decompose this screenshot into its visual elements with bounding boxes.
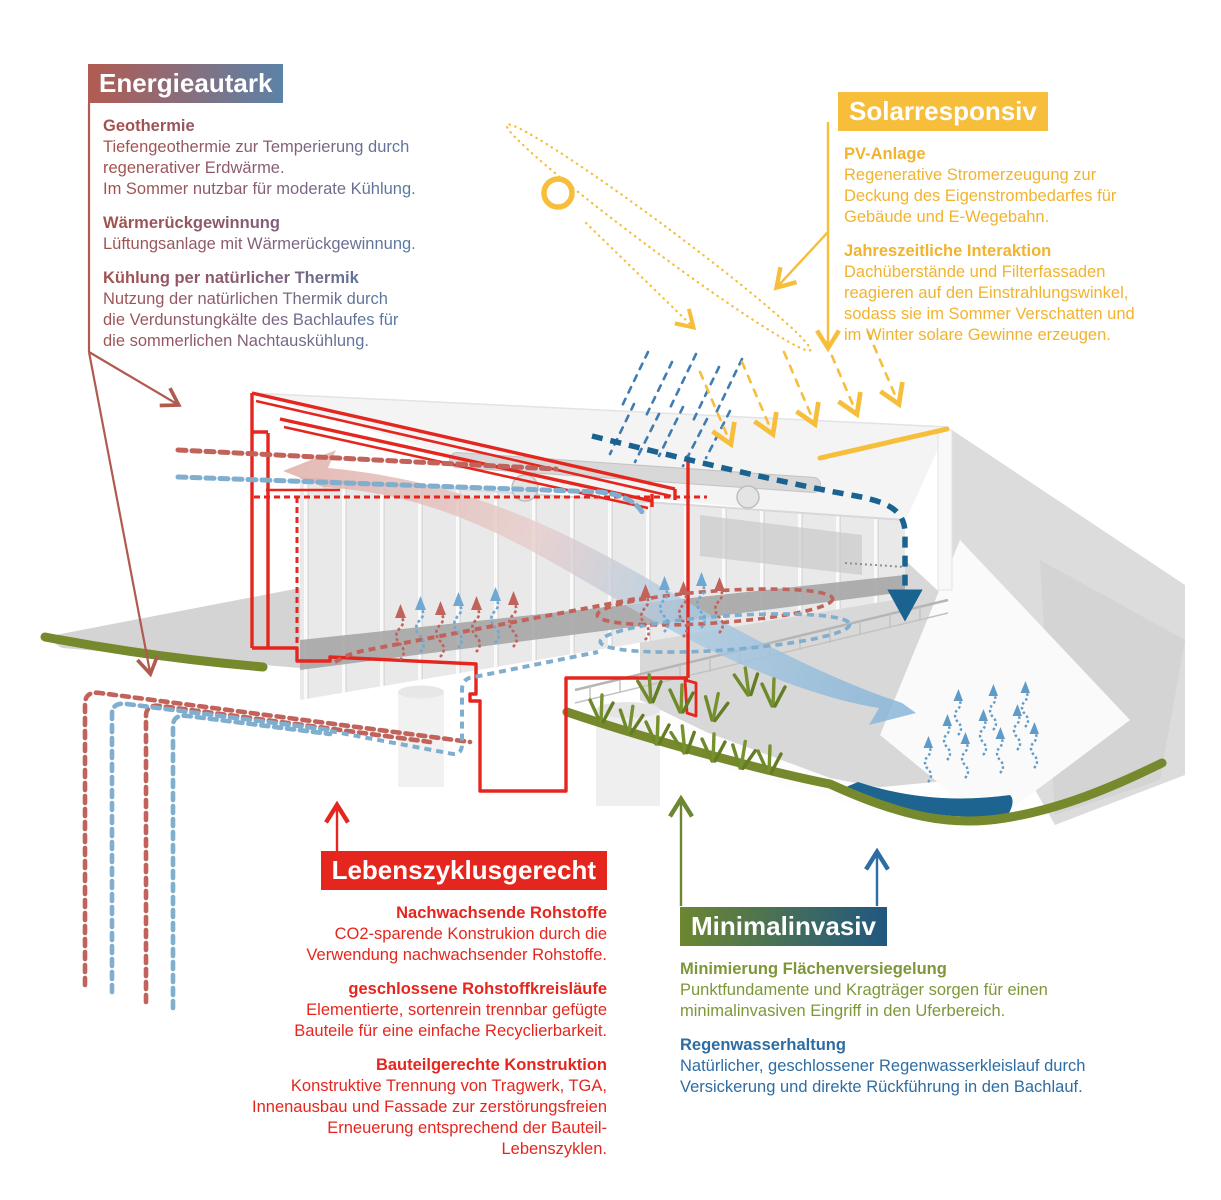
columns [398, 685, 660, 806]
rainwater-downpipe-icon [591, 433, 923, 622]
legend-block-lebenszyklusgerecht: Lebenszyklusgerecht Nachwachsende Rohsto… [248, 851, 607, 1160]
solarresponsiv-title: Solarresponsiv [838, 92, 1048, 131]
solar-rays-icon [698, 330, 905, 449]
energieautark-body: Geothermie Tiefengeothermie zur Temperie… [103, 116, 433, 352]
minimalinvasiv-body: Minimierung Flächenversiegelung Punktfun… [680, 959, 1155, 1098]
solarresponsiv-connector [773, 122, 841, 353]
legend-block-energieautark: Energieautark Geothermie Tiefengeothermi… [88, 64, 433, 352]
legend-block-solarresponsiv: Solarresponsiv PV-Anlage Regenerative St… [838, 92, 1173, 346]
legend-block-minimalinvasiv: Minimalinvasiv Minimierung Flächenversie… [680, 907, 1155, 1098]
geothermal-pipes-icon [82, 447, 647, 1011]
section-regenwasserhaltung: Regenwasserhaltung Natürlicher, geschlos… [680, 1036, 1086, 1096]
section-nachwachsende-rohstoffe: Nachwachsende Rohstoffe CO2-sparende Kon… [306, 904, 607, 964]
energieautark-connector [87, 103, 182, 678]
airflow-band-icon [283, 450, 916, 725]
solarresponsiv-body: PV-Anlage Regenerative Stromerzeugung zu… [844, 144, 1173, 346]
floor-heating-icon [329, 570, 852, 756]
section-flaechenversiegelung: Minimierung Flächenversiegelung Punktfun… [680, 960, 1048, 1020]
section-waermerueckgewinnung: Wärmerückgewinnung Lüftungsanlage mit Wä… [103, 214, 416, 253]
section-bauteilgerechte-konstruktion: Bauteilgerechte Konstruktion Konstruktiv… [252, 1056, 607, 1158]
lebenszyklusgerecht-body: Nachwachsende Rohstoffe CO2-sparende Kon… [248, 903, 607, 1160]
sun-path-icon [505, 123, 812, 352]
terrain-ground [45, 430, 1185, 830]
section-kuehlung-thermik: Kühlung per natürlicher Thermik Nutzung … [103, 269, 399, 350]
roof-edge-highlight-icon [817, 426, 950, 461]
section-pv-anlage: PV-Anlage Regenerative Stromerzeugung zu… [844, 145, 1117, 226]
energieautark-title: Energieautark [88, 64, 284, 103]
section-dashed-box [254, 495, 707, 646]
minimalinvasiv-title: Minimalinvasiv [680, 907, 887, 946]
sun-icon [541, 176, 575, 210]
section-jahreszeitliche-interaktion: Jahreszeitliche Interaktion Dachüberstän… [844, 242, 1135, 344]
section-geothermie: Geothermie Tiefengeothermie zur Temperie… [103, 117, 416, 198]
lebenszyklusgerecht-title: Lebenszyklusgerecht [320, 851, 607, 890]
section-rohstoffkreislaeufe: geschlossene Rohstoffkreisläufe Elementi… [294, 980, 607, 1040]
